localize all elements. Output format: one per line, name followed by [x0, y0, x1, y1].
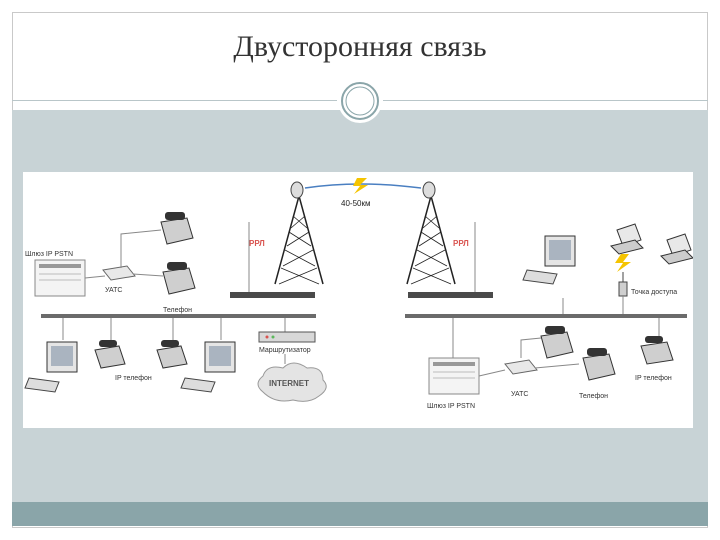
router-label: Маршрутизатор — [259, 347, 311, 354]
access-point-label: Точка доступа — [631, 289, 677, 296]
right-computer-icon — [522, 235, 576, 285]
right-ip-phone-icon — [640, 336, 674, 365]
right-uats-phone-cable-1 — [520, 337, 542, 358]
link-distance-label: 40-50км — [341, 199, 370, 208]
left-ip-phone-icon-2 — [156, 340, 188, 369]
left-ip-phone-label: IP телефон — [115, 375, 152, 382]
title-rule-right — [383, 100, 708, 101]
left-radio-label: РРЛ — [249, 239, 265, 248]
left-radio-tower-icon — [274, 181, 324, 285]
left-pbx-label: Шлюз IP PSTN — [25, 251, 73, 258]
laptop-icon-1 — [610, 223, 644, 255]
left-phone-label: Телефон — [163, 307, 192, 314]
left-switch — [230, 292, 315, 298]
wifi-lightning-icon — [615, 254, 631, 272]
right-uats-icon — [504, 359, 538, 375]
circle-ornament-icon — [338, 79, 382, 123]
right-ip-phone-label: IP телефон — [635, 375, 672, 382]
internet-cloud-icon — [257, 362, 327, 402]
network-diagram: 40-50км РРЛ РРЛ Шлюз IP PSTN УАТС Телефо… — [23, 172, 693, 428]
left-ip-phone-icon-1 — [94, 340, 126, 369]
right-phone-icon-2 — [582, 348, 616, 381]
left-computer-icon-2 — [180, 341, 236, 393]
radio-link-line — [304, 183, 422, 189]
right-pbx-gateway-icon — [428, 357, 480, 395]
right-uats-label: УАТС — [511, 391, 528, 398]
right-uats-phone-cable-2 — [534, 363, 580, 369]
right-lan-bus — [405, 314, 687, 318]
right-radio-label: РРЛ — [453, 239, 469, 248]
right-phone-label: Телефон — [579, 393, 608, 400]
right-phone-icon-1 — [540, 326, 574, 359]
internet-label: INTERNET — [269, 379, 309, 388]
right-pbx-uats-cable — [478, 369, 506, 377]
title-rule-left — [12, 100, 337, 101]
pbx-uats-cable — [84, 275, 106, 279]
right-radio-tower-icon — [406, 181, 456, 285]
footer-band — [12, 502, 708, 526]
router-icon — [258, 331, 316, 343]
right-pbx-label: Шлюз IP PSTN — [427, 403, 475, 410]
left-uats-icon — [102, 265, 136, 281]
right-switch — [408, 292, 493, 298]
lightning-icon — [353, 178, 368, 194]
slide-title: Двусторонняя связь — [233, 30, 487, 63]
left-phone-icon-2 — [162, 262, 196, 295]
left-pbx-gateway-icon — [34, 259, 86, 297]
uats-phone-cable-1 — [120, 229, 162, 268]
left-phone-icon-1 — [160, 212, 194, 245]
left-computer-icon-1 — [24, 341, 78, 393]
access-point-icon — [618, 272, 628, 297]
laptop-icon-2 — [660, 233, 693, 265]
left-lan-bus — [41, 314, 316, 318]
uats-phone-cable-2 — [132, 273, 164, 277]
left-uats-label: УАТС — [105, 287, 122, 294]
